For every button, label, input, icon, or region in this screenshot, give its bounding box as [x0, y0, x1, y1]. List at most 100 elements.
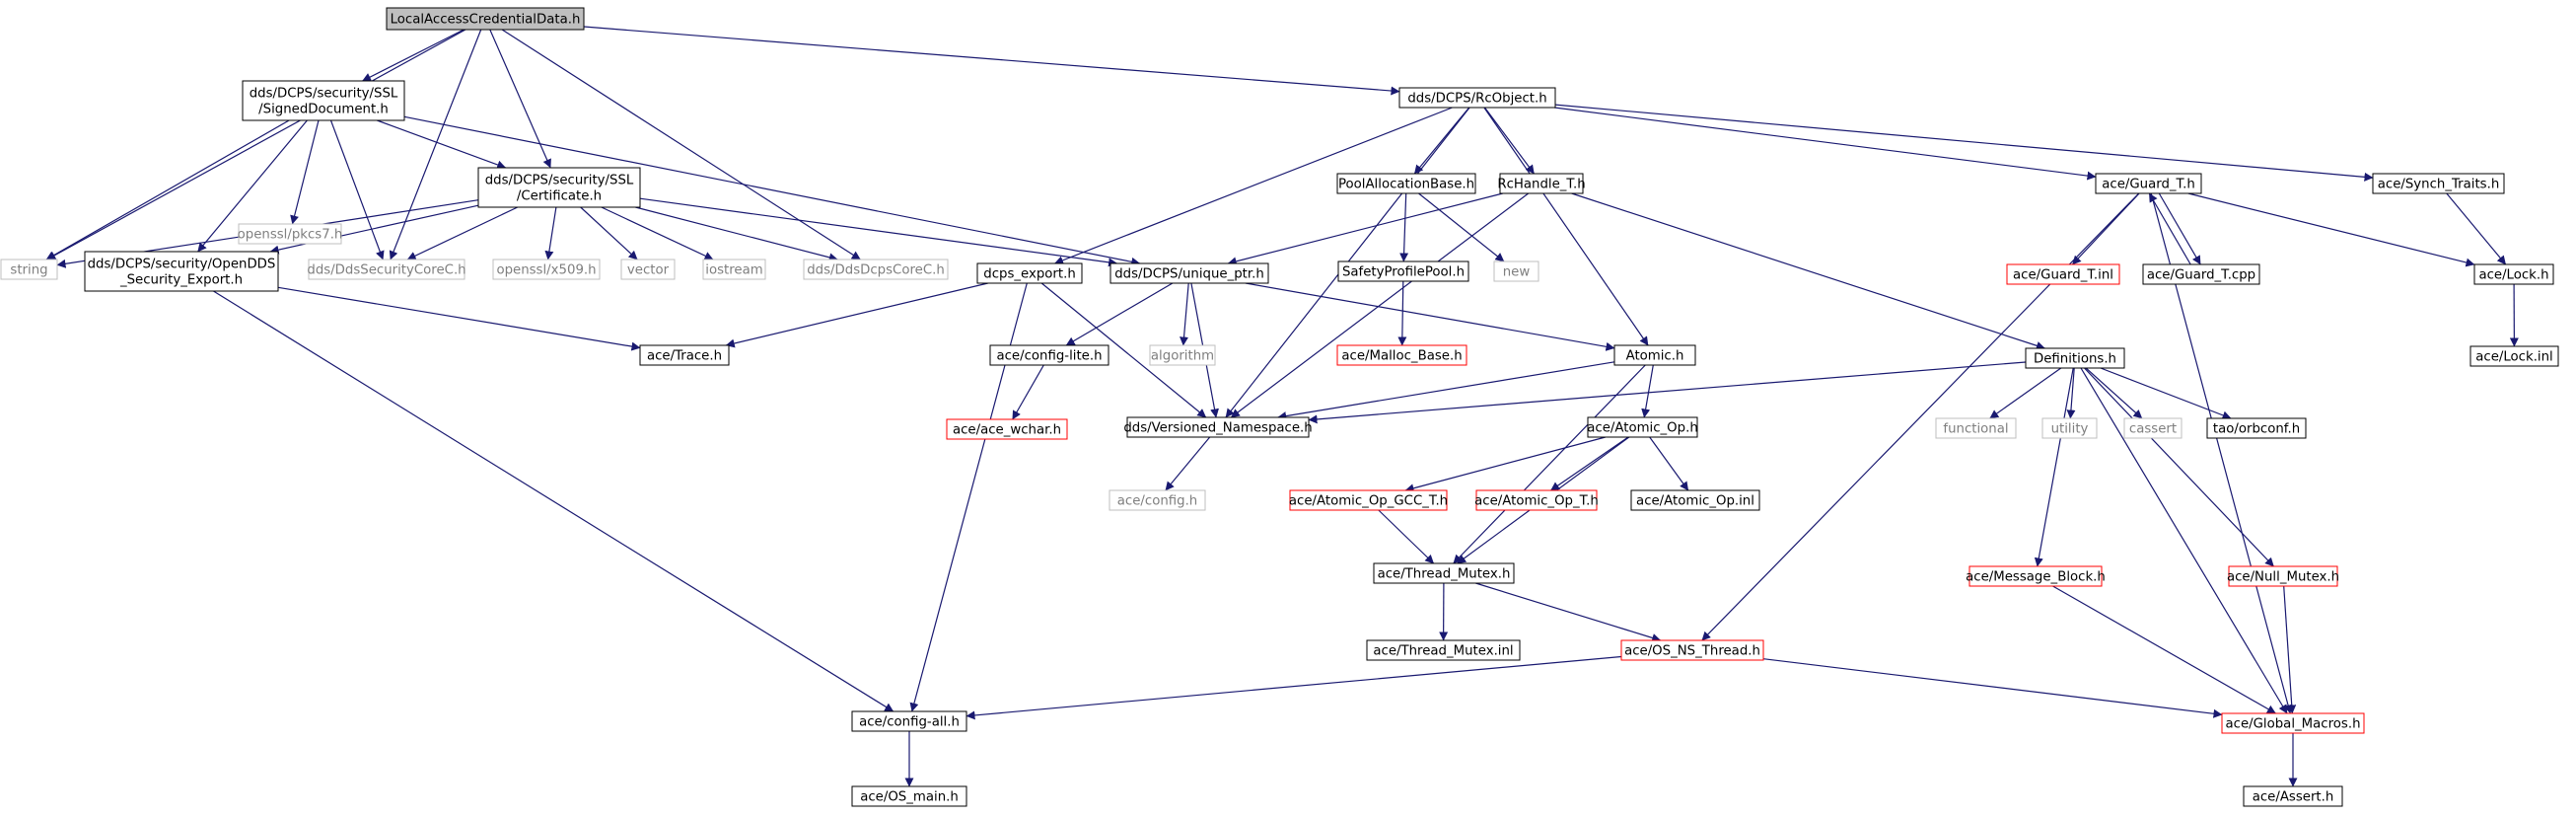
- node-atomic_op_t[interactable]: ace/Atomic_Op_T.h: [1474, 489, 1599, 511]
- edge-signeddoc-to-opendds_export: [197, 119, 308, 253]
- node-guard_cpp[interactable]: ace/Guard_T.cpp: [2142, 263, 2260, 285]
- node-atomic_op-label-0: ace/Atomic_Op.h: [1587, 421, 1698, 436]
- node-thread_mutex_inl[interactable]: ace/Thread_Mutex.inl: [1366, 639, 1521, 661]
- node-dcps_export[interactable]: dcps_export.h: [976, 262, 1083, 284]
- node-os_main-box: [851, 785, 967, 807]
- node-atomic_op_inl[interactable]: ace/Atomic_Op.inl: [1630, 489, 1760, 511]
- edge-signeddoc-to-unique_ptr: [403, 115, 1141, 266]
- node-lock_h[interactable]: ace/Lock.h: [2473, 263, 2554, 285]
- edge-rcobject-to-rchandle: [1484, 107, 1535, 175]
- edge-atomic-to-atomic_op: [1641, 364, 1654, 418]
- node-null_mutex[interactable]: ace/Null_Mutex.h: [2227, 565, 2339, 587]
- node-atomic_op[interactable]: ace/Atomic_Op.h: [1587, 416, 1698, 438]
- edge-certificate-to-iostream: [601, 206, 714, 260]
- edge-certificate-to-x509: [544, 206, 557, 260]
- edge-rcobject-to-atomic: [1483, 107, 1649, 346]
- edge-rcobject-to-synch_traits: [1554, 104, 2374, 182]
- node-message_block[interactable]: ace/Message_Block.h: [1966, 565, 2106, 587]
- node-ace_wchar[interactable]: ace/ace_wchar.h: [946, 418, 1068, 440]
- node-iostream: iostream: [702, 259, 766, 280]
- node-guard_inl[interactable]: ace/Guard_T.inl: [2006, 263, 2120, 285]
- node-orbconf[interactable]: tao/orbconf.h: [2206, 417, 2307, 439]
- node-definitions[interactable]: Definitions.h: [2025, 347, 2125, 369]
- node-lock_inl[interactable]: ace/Lock.inl: [2469, 345, 2559, 367]
- node-opendds_export[interactable]: dds/DCPS/security/OpenDDS_Security_Expor…: [84, 251, 279, 292]
- node-ace_config-label-0: ace/config.h: [1117, 494, 1197, 509]
- node-malloc_base[interactable]: ace/Malloc_Base.h: [1336, 344, 1467, 366]
- node-vector-label-0: vector: [627, 263, 670, 278]
- node-global_macros-box: [2221, 712, 2365, 734]
- node-config_all[interactable]: ace/config-all.h: [851, 710, 967, 732]
- node-atomic_op_t-box: [1475, 489, 1598, 511]
- node-config_all-label-0: ace/config-all.h: [859, 715, 960, 730]
- edge-rcobject-to-poolalloc: [1413, 107, 1470, 175]
- node-versioned_ns[interactable]: dds/Versioned_Namespace.h: [1123, 416, 1313, 438]
- edge-atomic-to-versioned_ns: [1277, 361, 1615, 421]
- edge-atomic-to-thread_mutex: [1453, 364, 1646, 564]
- node-atomic[interactable]: Atomic.h: [1613, 344, 1696, 366]
- node-trace[interactable]: ace/Trace.h: [639, 344, 730, 366]
- node-rcobject[interactable]: dds/DCPS/RcObject.h: [1398, 87, 1556, 109]
- node-malloc_base-box: [1336, 344, 1467, 366]
- node-thread_mutex_inl-box: [1366, 639, 1521, 661]
- node-vector-box: [620, 259, 676, 280]
- edge-config_lite-to-ace_wchar: [1012, 364, 1044, 420]
- node-orbconf-box: [2206, 417, 2307, 439]
- node-rchandle-box: [1499, 173, 1584, 194]
- node-thread_mutex_inl-label-0: ace/Thread_Mutex.inl: [1373, 644, 1513, 659]
- node-functional: functional: [1935, 417, 2017, 439]
- node-signeddoc[interactable]: dds/DCPS/security/SSL/SignedDocument.h: [242, 80, 405, 121]
- edge-rcobject-to-guard_h: [1554, 107, 2097, 181]
- node-pkcs7: openssl/pkcs7.h: [238, 223, 342, 245]
- node-dcps_export-label-0: dcps_export.h: [983, 267, 1076, 282]
- node-ace_wchar-box: [946, 418, 1068, 440]
- node-config_lite-box: [989, 344, 1109, 366]
- node-safetypool[interactable]: SafetyProfilePool.h: [1337, 260, 1469, 282]
- node-global_macros[interactable]: ace/Global_Macros.h: [2221, 712, 2365, 734]
- node-root[interactable]: LocalAccessCredentialData.h: [386, 7, 585, 31]
- node-poolalloc[interactable]: PoolAllocationBase.h: [1336, 173, 1476, 194]
- node-ace_config-box: [1109, 489, 1206, 511]
- node-safetypool-label-0: SafetyProfilePool.h: [1342, 265, 1465, 280]
- node-os_ns_thread[interactable]: ace/OS_NS_Thread.h: [1620, 639, 1764, 661]
- node-assert-box: [2243, 785, 2343, 807]
- node-atomic_op_gcc-box: [1289, 489, 1448, 511]
- node-string-box: [0, 259, 58, 280]
- edge-rcobject-to-dcps_export: [1054, 107, 1453, 265]
- edge-guard_h-to-lock_h: [2187, 192, 2475, 267]
- node-lock_inl-label-0: ace/Lock.inl: [2475, 350, 2552, 365]
- node-utility-label-0: utility: [2051, 422, 2089, 437]
- node-ddssecuritycorec-box: [308, 259, 465, 280]
- node-assert[interactable]: ace/Assert.h: [2243, 785, 2343, 807]
- node-synch_traits[interactable]: ace/Synch_Traits.h: [2372, 173, 2505, 194]
- edge-os_ns_thread-to-config_all: [966, 655, 1622, 720]
- node-x509-label-0: openssl/x509.h: [496, 263, 596, 278]
- node-signeddoc-label-0: dds/DCPS/security/SSL: [250, 87, 398, 102]
- node-root-box: [386, 7, 585, 31]
- edge-root-to-signeddoc: [362, 29, 465, 82]
- node-unique_ptr[interactable]: dds/DCPS/unique_ptr.h: [1109, 262, 1269, 284]
- edge-guard_cpp-to-guard_h: [2148, 192, 2191, 265]
- node-thread_mutex[interactable]: ace/Thread_Mutex.h: [1373, 562, 1515, 584]
- node-algorithm-box: [1149, 344, 1216, 366]
- node-ddsdcpscorec-label-0: dds/DdsDcpsCoreC.h: [807, 263, 945, 278]
- node-signeddoc-box: [242, 80, 405, 121]
- node-certificate[interactable]: dds/DCPS/security/SSL/Certificate.h: [477, 167, 641, 208]
- node-rchandle[interactable]: RcHandle_T.h: [1497, 173, 1586, 194]
- node-null_mutex-label-0: ace/Null_Mutex.h: [2227, 570, 2339, 585]
- node-signeddoc-label-1: /SignedDocument.h: [258, 103, 389, 117]
- node-vector: vector: [620, 259, 676, 280]
- node-config_lite[interactable]: ace/config-lite.h: [989, 344, 1109, 366]
- edge-atomic_op_gcc-to-thread_mutex: [1378, 509, 1435, 564]
- node-atomic_op_t-label-0: ace/Atomic_Op_T.h: [1474, 494, 1599, 509]
- edge-os_ns_thread-to-global_macros: [1762, 658, 2223, 718]
- node-guard_h[interactable]: ace/Guard_T.h: [2095, 173, 2202, 194]
- node-string-label-0: string: [10, 263, 47, 278]
- edge-dcps_export-to-trace: [725, 282, 988, 348]
- node-guard_inl-box: [2006, 263, 2120, 285]
- node-atomic_op_gcc[interactable]: ace/Atomic_Op_GCC_T.h: [1289, 489, 1448, 511]
- edge-signeddoc-to-ddssecuritycorec: [329, 119, 385, 260]
- node-os_main[interactable]: ace/OS_main.h: [851, 785, 967, 807]
- edge-certificate-to-vector: [580, 206, 638, 260]
